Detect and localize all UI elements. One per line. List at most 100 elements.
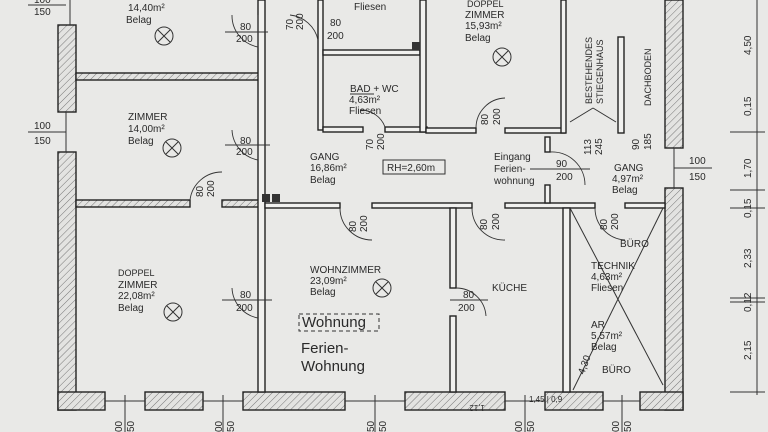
dimension-label: Belag bbox=[310, 287, 336, 298]
dimension-label: 100 bbox=[689, 156, 706, 167]
room-top-fliesen: Fliesen bbox=[354, 2, 386, 13]
dimension-label: KÜCHE bbox=[492, 282, 527, 294]
dimension-label: 22,08m² bbox=[118, 291, 155, 302]
dimension-label: 200 bbox=[491, 213, 502, 230]
room-kueche: KÜCHE bbox=[492, 282, 527, 294]
dimension-label: 200 bbox=[295, 13, 306, 30]
dimension-label: DOPPEL bbox=[467, 0, 504, 9]
dimension-label: 100 bbox=[34, 121, 51, 132]
light-icon bbox=[372, 278, 392, 298]
dimension-label: 00 bbox=[514, 420, 525, 432]
dimension-label: 200 bbox=[236, 34, 253, 45]
room-gang: GANG 16,86m² Belag bbox=[310, 152, 347, 186]
dimension-label: 80 bbox=[479, 218, 490, 230]
dimension-label: Belag bbox=[126, 15, 152, 26]
dimension-label: 50 bbox=[623, 420, 634, 432]
room-wohnzimmer: WOHNZIMMER 23,09m² Belag bbox=[310, 265, 381, 298]
dimension-label: 4,50 bbox=[743, 35, 754, 55]
dimension-label: Belag bbox=[591, 342, 617, 353]
dimension-label: 200 bbox=[492, 108, 503, 125]
dimension-label: TECHNIK bbox=[591, 261, 635, 272]
dimension-label: 14,00m² bbox=[128, 124, 165, 135]
dimension-label: BÜRO bbox=[602, 364, 631, 376]
dimension-label: 0,15 bbox=[743, 198, 754, 218]
dimension-label: 2,15 bbox=[743, 340, 754, 360]
dimension-label: 0,12 bbox=[743, 292, 754, 312]
dimension-label: ZIMMER bbox=[118, 280, 157, 291]
dimension-label: Belag bbox=[128, 136, 154, 147]
light-icon bbox=[154, 26, 174, 46]
dimension-label: 200 bbox=[458, 303, 475, 314]
room-height-label: RH=2,60m bbox=[387, 163, 435, 174]
dimension-label: 200 bbox=[236, 303, 253, 314]
dimension-label: 80 bbox=[240, 22, 252, 33]
dimension-label: Ferien- bbox=[301, 340, 349, 357]
dimension-label: 100 bbox=[34, 0, 51, 6]
dimension-label: 70 bbox=[365, 138, 376, 150]
room-technik: BÜRO TECHNIK 4,63m² Fliesen bbox=[591, 238, 649, 294]
room-doppelzimmer-left: DOPPEL ZIMMER 22,08m² Belag bbox=[118, 268, 157, 314]
dimension-label: 4,63m² bbox=[349, 95, 381, 106]
dimension-label: 200 bbox=[376, 133, 387, 150]
dimension-label: Fliesen bbox=[349, 106, 381, 117]
room-gang-small: GANG 4,97m² Belag bbox=[612, 163, 644, 196]
dimension-label: DOPPEL bbox=[118, 268, 155, 278]
room-doppelzimmer-right: DOPPEL ZIMMER 15,93m² Belag bbox=[465, 0, 504, 44]
ceiling-lights bbox=[154, 26, 512, 322]
dimension-label: 15,93m² bbox=[465, 21, 502, 32]
dimension-label: 200 bbox=[206, 180, 217, 197]
dimension-label: 00 bbox=[114, 420, 125, 432]
dimension-label: ZIMMER bbox=[465, 10, 504, 21]
dimension-label: 200 bbox=[556, 172, 573, 183]
dimension-label: 4,97m² bbox=[612, 174, 644, 185]
attic-label: DACHBODEN bbox=[643, 48, 653, 106]
dimension-label: 50 bbox=[226, 420, 237, 432]
right-dimension-chain: 4,50 0,15 1,70 0,15 2,33 0,12 2,15 bbox=[730, 0, 765, 395]
light-icon bbox=[162, 138, 182, 158]
dimension-label: 80 bbox=[195, 185, 206, 197]
dimension-label: 23,09m² bbox=[310, 276, 347, 287]
dimension-label: ZIMMER bbox=[128, 112, 167, 123]
dimension-label: 80 bbox=[240, 136, 252, 147]
dimension-label: 80 bbox=[480, 113, 491, 125]
dimension-label: 70 bbox=[285, 18, 296, 30]
dimension-label: BESTEHENDES bbox=[584, 37, 594, 104]
dimension-label: 50 bbox=[378, 420, 389, 432]
dimension-label: 5,57m² bbox=[591, 331, 623, 342]
dimension-label: 80 bbox=[240, 290, 252, 301]
dimension-label: 50 bbox=[366, 420, 377, 432]
dimension-label: 80 bbox=[348, 220, 359, 232]
dimension-label: Ferien- bbox=[494, 164, 526, 175]
dimension-label: 150 bbox=[689, 172, 706, 183]
dimension-label: 14,40m² bbox=[128, 3, 165, 14]
dimension-label: Belag bbox=[465, 33, 491, 44]
stairwell-label: BESTEHENDES STIEGENHAUS bbox=[584, 37, 605, 104]
light-icon bbox=[492, 47, 512, 67]
dimension-label: 1,70 bbox=[743, 158, 754, 178]
sill-label: 1,45 | 0,9 bbox=[529, 395, 563, 404]
room-bad: BAD + WC 4,63m² Fliesen bbox=[349, 84, 399, 117]
dimension-label: WOHNZIMMER bbox=[310, 265, 381, 276]
dimension-label: 150 bbox=[34, 7, 51, 18]
dimension-label: Belag bbox=[612, 185, 638, 196]
dimension-label: 00 bbox=[214, 420, 225, 432]
cross-out-line bbox=[572, 207, 664, 391]
shaft-icon bbox=[262, 194, 270, 202]
light-icon bbox=[163, 302, 183, 322]
dimension-label: 200 bbox=[610, 213, 621, 230]
dimension-label: Eingang bbox=[494, 152, 531, 163]
dimension-label: BÜRO bbox=[620, 238, 649, 250]
apartment-label: Wohnung bbox=[302, 314, 366, 331]
dimension-label: Fliesen bbox=[354, 2, 386, 13]
dimension-label: 4,63m² bbox=[591, 272, 623, 283]
dimension-label: 50 bbox=[126, 420, 137, 432]
dimension-label: 113 bbox=[583, 139, 594, 155]
dimension-label: 16,86m² bbox=[310, 163, 347, 174]
sill-label: 1,12 bbox=[469, 403, 485, 412]
shaft-icon bbox=[272, 194, 280, 202]
room-zimmer: ZIMMER 14,00m² Belag bbox=[128, 112, 167, 147]
dimension-label: 150 bbox=[34, 136, 51, 147]
dimension-label: 90 bbox=[556, 159, 568, 170]
